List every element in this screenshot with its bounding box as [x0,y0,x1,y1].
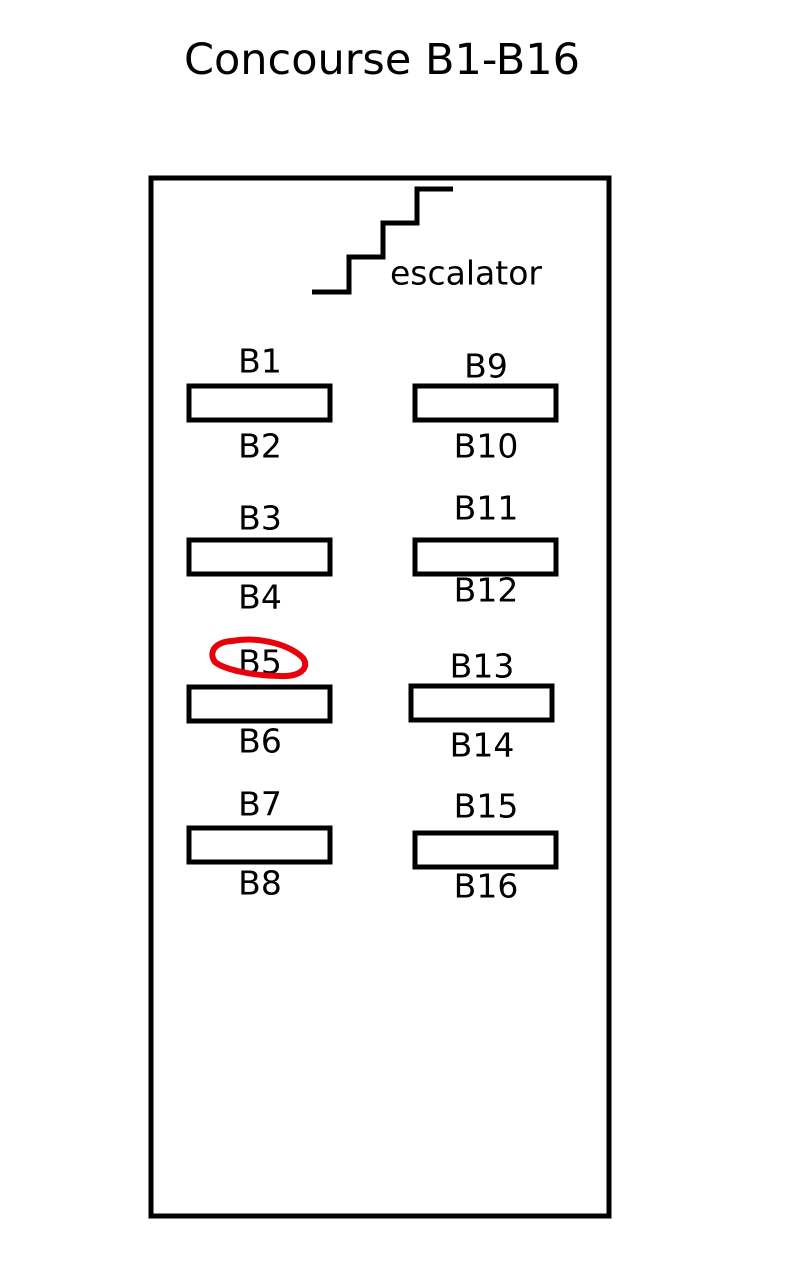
concourse-outline [148,175,612,1219]
gate-bridge-b7-b8 [186,825,333,865]
gate-bridge-b3-b4 [186,537,333,577]
escalator-label: escalator [390,253,542,293]
gate-label-b8: B8 [238,863,282,903]
gate-label-b14: B14 [449,725,515,765]
page-title: Concourse B1-B16 [183,35,581,85]
gate-bridge-b9-b10 [412,383,559,423]
gate-label-b7: B7 [238,784,282,824]
gate-bridge-b1-b2 [186,383,333,423]
gate-label-b2: B2 [238,426,282,466]
gate-bridge-b13-b14 [408,683,555,723]
gate-label-b9: B9 [464,346,508,386]
gate-bridge-b11-b12 [412,537,559,577]
gate-bridge-b15-b16 [412,830,559,870]
gate-label-b16: B16 [453,866,519,906]
gate-label-b10: B10 [453,426,519,466]
escalator-icon [312,186,453,295]
gate-label-b15: B15 [453,786,519,826]
gate-bridge-b5-b6 [186,684,333,724]
gate-label-b12: B12 [453,570,519,610]
gate-label-b1: B1 [238,341,282,381]
gate-label-b11: B11 [453,488,519,528]
gate-label-b13: B13 [449,646,515,686]
gate-label-b3: B3 [238,498,282,538]
gate-label-b5: B5 [238,642,282,682]
gate-label-b6: B6 [238,721,282,761]
gate-label-b4: B4 [238,577,282,617]
